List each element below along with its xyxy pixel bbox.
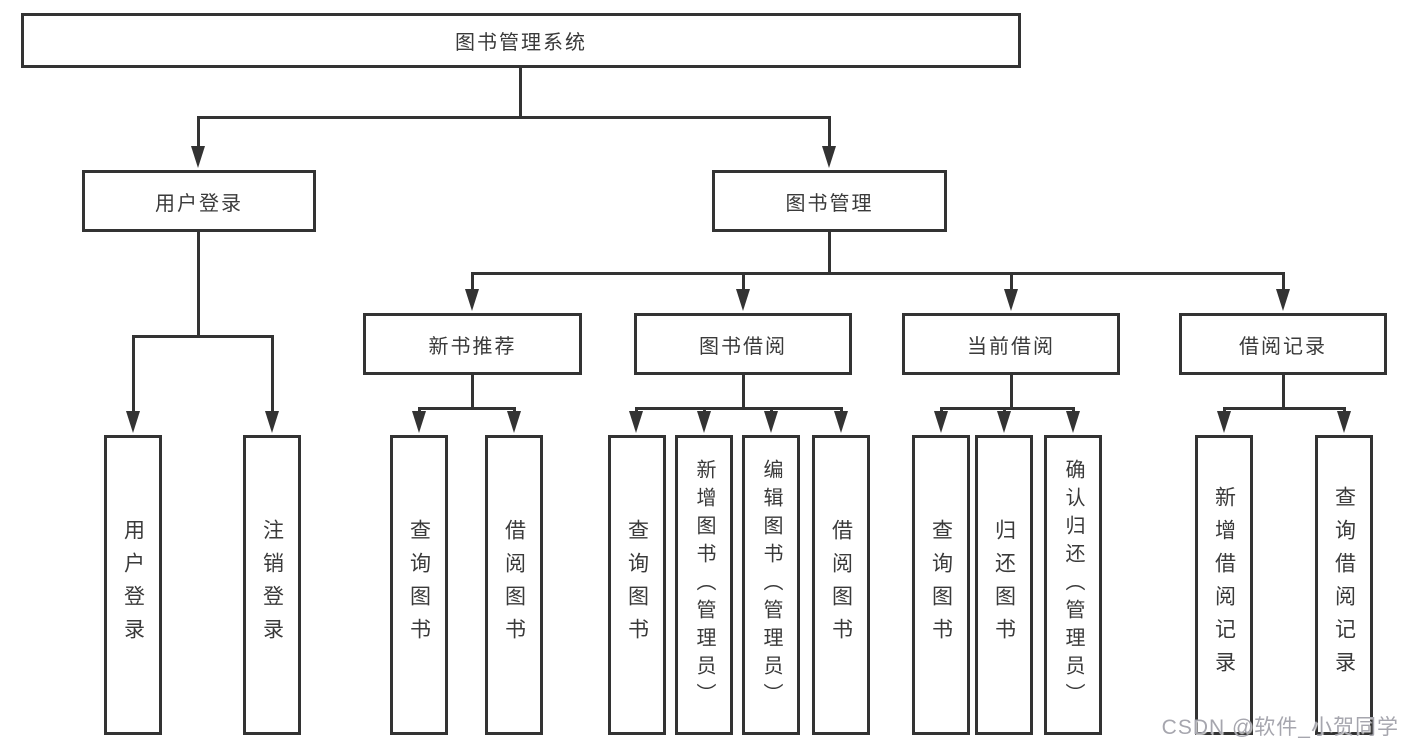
edge-book-borrowing-bar [635, 407, 842, 410]
edge-to-book-management [828, 116, 831, 148]
arrow-down-icon [1276, 289, 1290, 311]
node-user-login: 用户登录 [82, 170, 316, 232]
edge-borrowing-records-trunk [1282, 375, 1285, 409]
arrow-down-icon [834, 411, 848, 433]
arrow-down-icon [126, 411, 140, 433]
node-book-borrowing: 图书借阅 [634, 313, 852, 375]
edge-to-book-borrowing [742, 272, 745, 290]
leaf-add-books-admin: 新增图书（管理员） [675, 435, 733, 735]
arrow-down-icon [465, 289, 479, 311]
edge-level3-bar [471, 272, 1285, 275]
arrow-down-icon [265, 411, 279, 433]
arrow-down-icon [412, 411, 426, 433]
edge-borrowing-records-bar [1223, 407, 1345, 410]
watermark-text: CSDN @软件_小贺同学 [1161, 716, 1399, 739]
edge-to-leaf-logout [271, 335, 274, 413]
arrow-down-icon [1217, 411, 1231, 433]
edge-new-book-bar [418, 407, 516, 410]
leaf-logout: 注销登录 [243, 435, 301, 735]
edge-new-book-trunk [471, 375, 474, 409]
edge-root-trunk [519, 68, 522, 118]
leaf-edit-books-admin: 编辑图书（管理员） [742, 435, 800, 735]
leaf-return-books: 归还图书 [975, 435, 1033, 735]
arrow-down-icon [764, 411, 778, 433]
arrow-down-icon [1066, 411, 1080, 433]
node-library-management-system: 图书管理系统 [21, 13, 1021, 68]
arrow-down-icon [1004, 289, 1018, 311]
node-book-management: 图书管理 [712, 170, 947, 232]
arrow-down-icon [736, 289, 750, 311]
leaf-query-books-3: 查询图书 [912, 435, 970, 735]
node-borrowing-records: 借阅记录 [1179, 313, 1387, 375]
arrow-down-icon [934, 411, 948, 433]
leaf-confirm-return-admin: 确认归还（管理员） [1044, 435, 1102, 735]
node-current-borrowing: 当前借阅 [902, 313, 1120, 375]
leaf-query-books-2: 查询图书 [608, 435, 666, 735]
leaf-user-login: 用户登录 [104, 435, 162, 735]
arrow-down-icon [997, 411, 1011, 433]
edge-level2-bar [197, 116, 831, 119]
leaf-add-borrow-record: 新增借阅记录 [1195, 435, 1253, 735]
edge-user-login-trunk [197, 232, 200, 337]
edge-to-user-login [197, 116, 200, 148]
edge-book-borrowing-trunk [742, 375, 745, 409]
edge-user-login-bar [132, 335, 274, 338]
arrow-down-icon [822, 146, 836, 168]
leaf-borrow-books-1: 借阅图书 [485, 435, 543, 735]
node-new-book-recommendation: 新书推荐 [363, 313, 582, 375]
arrow-down-icon [629, 411, 643, 433]
arrow-down-icon [1337, 411, 1351, 433]
leaf-query-borrow-record: 查询借阅记录 [1315, 435, 1373, 735]
edge-current-borrowing-bar [940, 407, 1074, 410]
arrow-down-icon [191, 146, 205, 168]
edge-current-borrowing-trunk [1010, 375, 1013, 409]
edge-to-new-book-recommendation [471, 272, 474, 290]
edge-to-current-borrowing [1010, 272, 1013, 290]
edge-book-management-trunk [828, 232, 831, 274]
arrow-down-icon [697, 411, 711, 433]
arrow-down-icon [507, 411, 521, 433]
leaf-query-books-1: 查询图书 [390, 435, 448, 735]
edge-to-leaf-user-login [132, 335, 135, 413]
edge-to-borrowing-records [1282, 272, 1285, 290]
leaf-borrow-books-2: 借阅图书 [812, 435, 870, 735]
